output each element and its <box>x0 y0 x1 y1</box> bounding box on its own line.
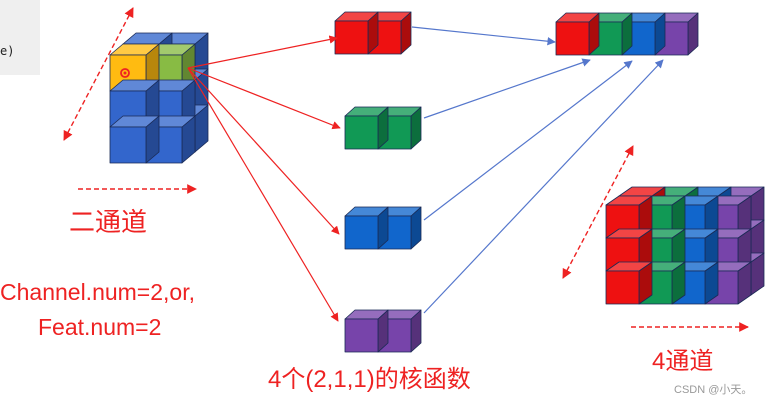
kernel-2 <box>344 106 422 150</box>
arrow-from-kernel-4 <box>423 59 664 314</box>
cube-cell <box>605 228 653 272</box>
cube-cell <box>704 261 752 305</box>
input-height-arrow <box>63 7 134 141</box>
kernel-1 <box>334 11 412 55</box>
four-channel-label: 4通道 <box>652 348 714 375</box>
kernel-3 <box>344 206 422 250</box>
feat-num-label: Feat.num=2 <box>38 314 162 340</box>
two-channel-label: 二通道 <box>69 207 148 237</box>
input-feature-cube <box>109 32 209 164</box>
arrow-to-kernel-1 <box>187 35 338 69</box>
kernel-to-output-arrows <box>411 26 664 314</box>
arrow-to-kernel-4 <box>187 67 339 322</box>
arrow-from-kernel-1 <box>411 26 556 46</box>
cube-cell <box>344 309 389 353</box>
output-pixel-row <box>555 12 699 56</box>
cube-cell <box>605 195 653 239</box>
cube-cell <box>344 206 389 250</box>
arrow-from-kernel-2 <box>423 58 591 119</box>
arrow-to-kernel-3 <box>187 67 340 235</box>
cube-cell <box>334 11 379 55</box>
cube-cell <box>605 261 653 305</box>
output-feature-cube <box>605 186 765 305</box>
selected-pixel-dot <box>123 71 127 75</box>
arrow-from-kernel-3 <box>423 60 633 221</box>
watermark: CSDN @小天。 <box>674 384 753 396</box>
selected-pixel-marker <box>120 68 130 78</box>
kernel-4 <box>344 309 422 353</box>
cube-cell <box>109 115 160 164</box>
cube-cell <box>344 106 389 150</box>
code-snippet-panel: e) <box>0 0 40 75</box>
output-height-arrow <box>562 145 634 279</box>
input-to-kernel-arrows <box>187 35 341 322</box>
channel-num-label: Channel.num=2,or, <box>0 279 195 305</box>
dimension-arrows <box>63 7 749 332</box>
code-snippet-text: e) <box>0 44 15 58</box>
cubes-layer <box>109 11 765 353</box>
cube-cell <box>555 12 600 56</box>
kernels-label: 4个(2,1,1)的核函数 <box>268 366 471 393</box>
arrow-to-kernel-2 <box>187 67 341 130</box>
